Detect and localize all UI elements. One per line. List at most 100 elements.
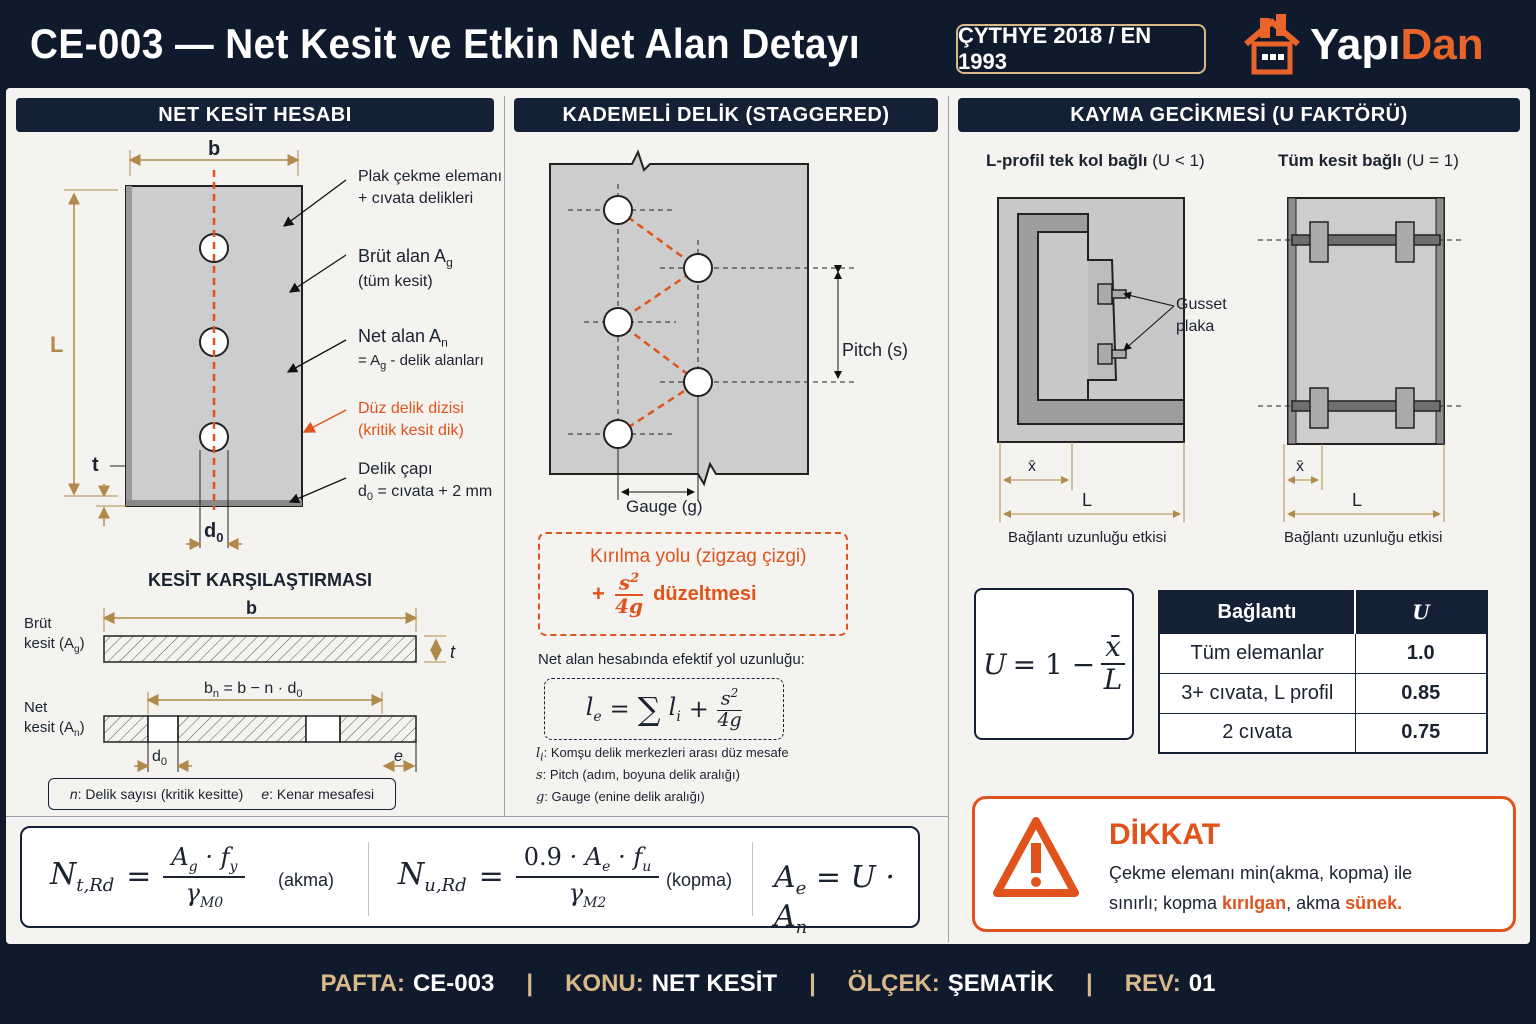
staggered-diagram <box>549 149 854 500</box>
u-table-cell: Tüm elemanlar <box>1158 632 1356 674</box>
bn-rest: = b − n · d <box>219 680 297 697</box>
footer-rev-value: 01 <box>1188 970 1216 997</box>
u-table-cell: 3+ cıvata, L profil <box>1158 672 1356 714</box>
divider-1 <box>504 96 505 816</box>
right-subtitle: Tüm kesit bağlı (U = 1) <box>1278 150 1459 173</box>
le-equals: = <box>609 695 630 723</box>
footer-konu-key: KONU: <box>565 970 644 997</box>
left-subtitle: L-profil tek kol bağlı (U < 1) <box>986 150 1205 173</box>
footer-separator: | <box>809 970 816 997</box>
u-table-value: 0.75 <box>1354 712 1488 754</box>
callout-hole-dia-l2: d0 = cıvata + 2 mm <box>358 481 492 505</box>
divider-2 <box>948 96 949 942</box>
right-xbar-label: x̄ <box>1296 458 1304 475</box>
page-title: CE-003 — Net Kesit ve Etkin Net Alan Det… <box>30 20 861 67</box>
net-label-sub: n <box>74 728 80 740</box>
legend-n: n: Delik sayısı (kritik kesitte) <box>70 786 244 802</box>
net-section-bar <box>103 715 417 743</box>
footer-pafta-value: CE-003 <box>412 970 495 997</box>
top-bar: CE-003 — Net Kesit ve Etkin Net Alan Det… <box>0 0 1536 88</box>
left-subtitle-u: (U < 1) <box>1152 151 1205 170</box>
callout-gross-text: Brüt alan A <box>358 246 447 266</box>
net-label-l2: kesit (An) <box>24 719 85 740</box>
callout-d0-text: d <box>358 482 367 500</box>
callout-gross-l2: (tüm kesit) <box>358 272 433 290</box>
callout-net-l2b: - delik alanları <box>386 351 484 369</box>
gusset-label-l1: Gusset <box>1176 296 1227 313</box>
warning-keyword-brittle: kırılgan <box>1222 893 1287 913</box>
gross-label-l2: kesit (Ag) <box>24 635 85 656</box>
building-logo-icon <box>1244 14 1300 75</box>
footer-konu-value: NET KESİT <box>651 970 778 997</box>
callout-plate: Plak çekme elemanı+ cıvata delikleri <box>358 166 502 209</box>
dim-d0-label: d0 <box>204 518 223 547</box>
warning-title: DİKKAT <box>1109 818 1221 851</box>
standard-badge: ÇYTHYE 2018 / EN 1993 <box>956 23 1206 74</box>
callout-gross: Brüt alan Ag(tüm kesit) <box>358 244 453 292</box>
dim-t-label: t <box>92 454 99 476</box>
net-e-label: e <box>394 748 403 765</box>
u-table-header-u: U <box>1354 591 1487 633</box>
break-fraction: s2 4g <box>614 571 644 617</box>
break-path-correction: + s2 4g düzeltmesi <box>592 572 757 617</box>
left-L-label: L <box>1082 490 1093 510</box>
bn-sub: n <box>212 688 220 701</box>
right-subtitle-u: (U = 1) <box>1406 151 1459 170</box>
formula-bar: Nt,Rd = Ag · fy γM0 (akma) Nu,Rd = 0.9 ·… <box>20 826 920 938</box>
u-table-cell: 2 cıvata <box>1158 712 1356 754</box>
footer-olcek-value: ŞEMATİK <box>947 970 1054 997</box>
callout-net-text: Net alan A <box>358 326 442 346</box>
caption-right: Bağlantı uzunluğu etkisi <box>1284 529 1443 546</box>
dim-b-label: b <box>208 138 221 160</box>
warning-line2-b: , akma <box>1286 893 1346 913</box>
u-equals: = 1 − <box>1012 647 1096 681</box>
break-path-title: Kırılma yolu (zigzag çizgi) <box>590 546 807 567</box>
yield-fraction: Ag · fy γM0 <box>163 842 246 912</box>
footer-separator: | <box>526 970 534 997</box>
ultimate-fraction: 0.9 · Ae · fu γM2 <box>515 842 660 912</box>
callout-hole-row-l1: Düz delik dizisi <box>358 400 464 417</box>
gross-label-l1: Brüt <box>24 615 52 632</box>
u-table-value: 1.0 <box>1354 632 1488 674</box>
left-subtitle-text: L-profil tek kol bağlı <box>986 151 1148 170</box>
formula-separator-1 <box>368 842 369 916</box>
comparison-t-label: t <box>450 642 456 662</box>
footer-pafta-key: PAFTA: <box>320 970 405 997</box>
effective-intro: Net alan hesabında efektif yol uzunluğu: <box>538 651 805 668</box>
comparison-b-label: b <box>246 598 257 618</box>
net-d0-label: d0 <box>152 746 167 770</box>
break-path-box: Kırılma yolu (zigzag çizgi) + s2 4g düze… <box>538 532 848 636</box>
legend-n-text: : Delik sayısı (kritik kesitte) <box>77 786 244 802</box>
break-suffix: düzeltmesi <box>653 582 757 605</box>
legend-e-text: : Kenar mesafesi <box>269 786 375 802</box>
footer-rev-key: REV: <box>1124 970 1181 997</box>
full-section-bolt-rows <box>1291 221 1441 429</box>
break-num-sup: 2 <box>630 571 640 586</box>
def-s-text: : Pitch (adım, boyuna delik aralığı) <box>542 767 740 782</box>
callout-d0-sub: 0 <box>366 491 374 504</box>
callout-d0-rest: = cıvata + 2 mm <box>373 482 493 500</box>
formula-ultimate: Nu,Rd = 0.9 · Ae · fu γM2 <box>398 842 660 912</box>
u-table-value: 0.85 <box>1354 672 1488 714</box>
warning-line2-a: sınırlı; kopma <box>1109 893 1223 913</box>
warning-box: DİKKAT Çekme elemanı min(akma, kopma) il… <box>972 796 1516 932</box>
pitch-label: Pitch (s) <box>842 340 909 360</box>
def-s: s: Pitch (adım, boyuna delik aralığı) <box>536 767 740 783</box>
net-d0-sub: 0 <box>160 756 168 769</box>
callout-plate-l2: + cıvata delikleri <box>358 189 474 207</box>
shear-lag-diagram <box>997 197 1464 522</box>
legend-e-symbol: e <box>261 786 270 802</box>
warning-line2: sınırlı; kopma kırılgan, akma sünek. <box>1109 891 1402 915</box>
callout-net: Net alan An= Ag - delik alanları <box>358 324 484 374</box>
right-L-label: L <box>1352 490 1363 510</box>
net-label-l2-text: kesit (A <box>24 719 75 737</box>
nurd-symbol: Nu,Rd <box>398 857 467 897</box>
ultimate-coef: 0.9 <box>523 843 562 871</box>
callout-net-l1: Net alan An <box>358 324 484 351</box>
callout-net-sub: n <box>441 335 448 350</box>
